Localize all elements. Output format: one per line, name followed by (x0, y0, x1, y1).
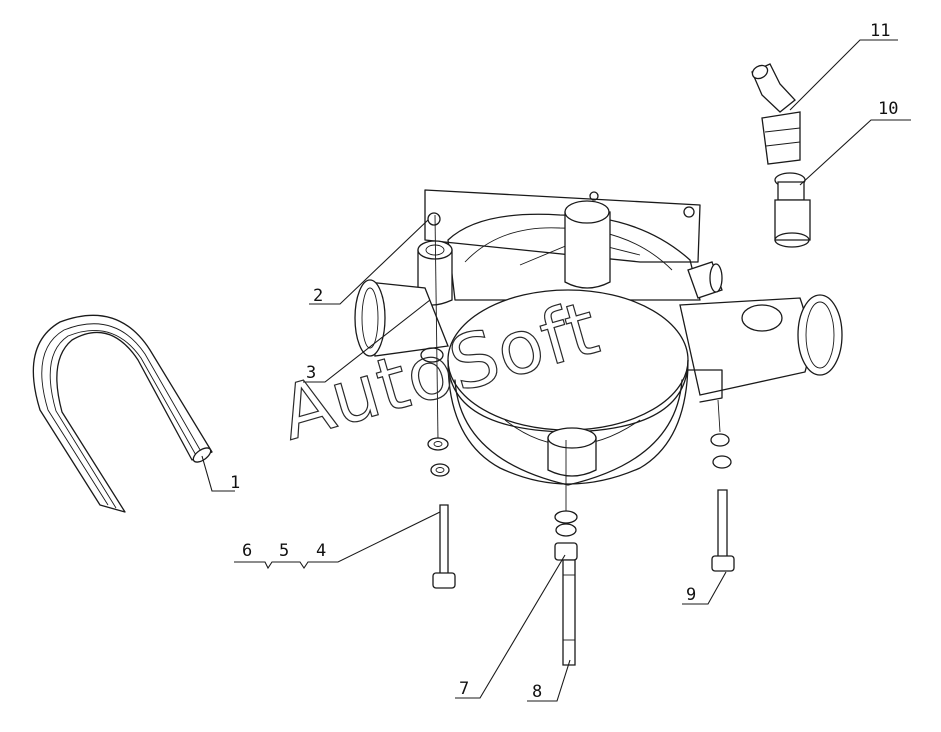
callout-6: 6 (242, 541, 252, 561)
callout-2: 2 (313, 286, 323, 306)
bolt-left-part (427, 214, 456, 589)
callout-3: 3 (306, 363, 316, 383)
callout-11: 11 (870, 21, 890, 41)
elbow-fitting-part (751, 63, 801, 165)
callout-1: 1 (230, 473, 240, 493)
callout-7: 7 (459, 679, 469, 699)
callout-4: 4 (316, 541, 326, 561)
stud-center-part (554, 440, 578, 666)
bolt-right-part (710, 399, 735, 572)
callout-8: 8 (532, 682, 542, 702)
v-belt-part (32, 314, 213, 513)
straight-fitting-part (774, 172, 811, 248)
water-pump-body-part (354, 189, 843, 486)
callout-labels: 1 2 3 4 5 6 7 8 9 10 11 (230, 21, 898, 702)
callout-10: 10 (878, 99, 898, 119)
callout-5: 5 (279, 541, 289, 561)
leader-lines (201, 39, 911, 702)
callout-9: 9 (686, 585, 696, 605)
